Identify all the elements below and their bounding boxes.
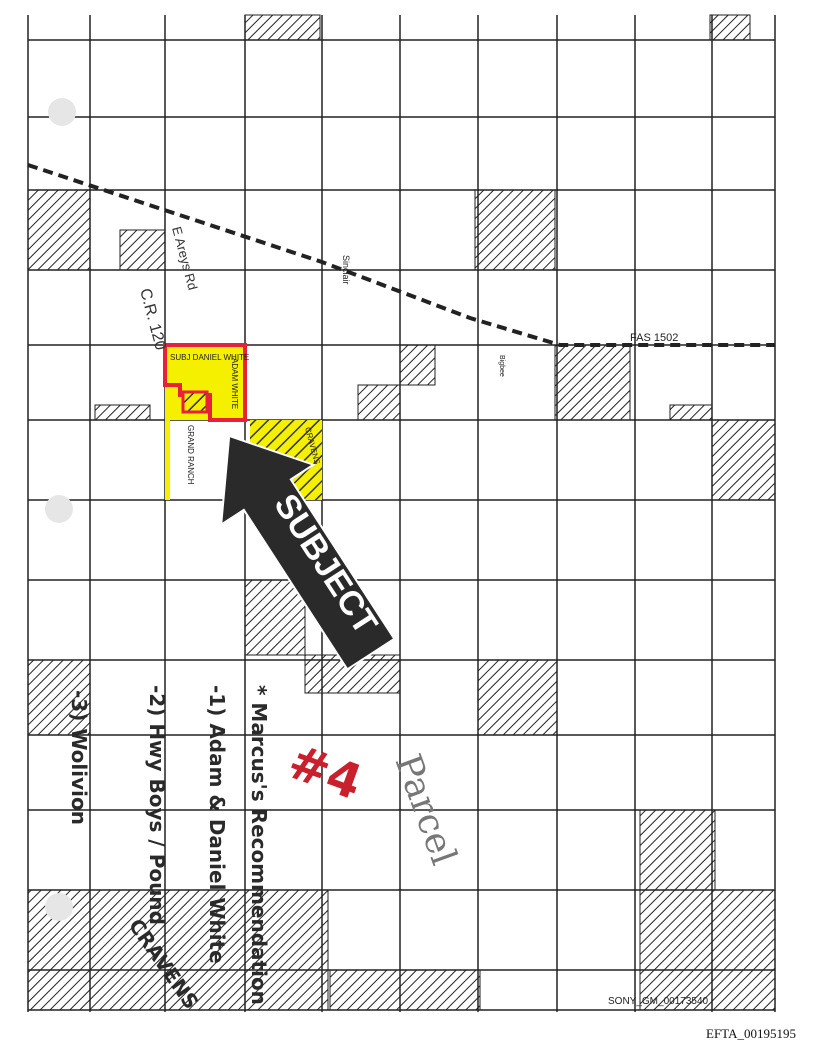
hatched-parcel [27,189,91,271]
note-item-3: -3) Wolivion [67,690,91,825]
hatched-parcel [709,14,751,41]
hatched-parcel [399,969,481,1011]
efta-number: EFTA_00195195 [706,1026,796,1041]
hatched-parcel [329,969,401,1011]
bates-stamp: SONY_GM_00173540 [608,996,709,1007]
road-name-label: E Areys Rd [169,225,200,292]
section-grid [27,15,776,1012]
hatched-parcel [669,404,713,421]
county-road-label: C.R. 120 [136,287,169,352]
note-item-1: -1) Adam & Daniel White [205,685,229,964]
hatched-parcel [711,419,776,501]
punch-hole [45,495,73,523]
hatched-parcel [27,889,329,1011]
hatched-parcel [554,344,631,421]
hatched-parcel [639,809,716,891]
hatched-parcel [94,404,151,421]
punch-hole [48,98,76,126]
railroad-line [27,163,775,347]
label-bigbee: Bigbee [498,355,505,377]
hatched-parcel [399,344,436,386]
parcel-tag: #4 [281,734,369,812]
parcel-label-grand-ranch: GRAND RANCH [186,425,195,485]
road-label-fas: FAS 1502 [630,332,678,344]
hatched-parcel [474,189,556,271]
hatched-parcel [477,659,558,736]
hatched-parcel [244,579,306,656]
hatched-parcels [27,14,776,1011]
note-item-2: -2) Hwy Boys / Pound [145,685,169,925]
label-sinclair: Sinclair [341,255,351,285]
parcel-label-adam-white: ADAM WHITE [230,358,239,409]
parcel-label-daniel-white: SUBJ DANIEL WHITE [170,353,249,362]
hatched-parcel [244,14,321,41]
punch-hole [45,893,73,921]
hatched-parcel [357,384,401,421]
small-parcel [181,390,209,414]
note-title: * Marcus's Recommendation [247,685,271,1005]
hatched-parcel [119,229,166,271]
hatched-parcel [639,889,776,1011]
white-parcel-outline [163,343,247,422]
